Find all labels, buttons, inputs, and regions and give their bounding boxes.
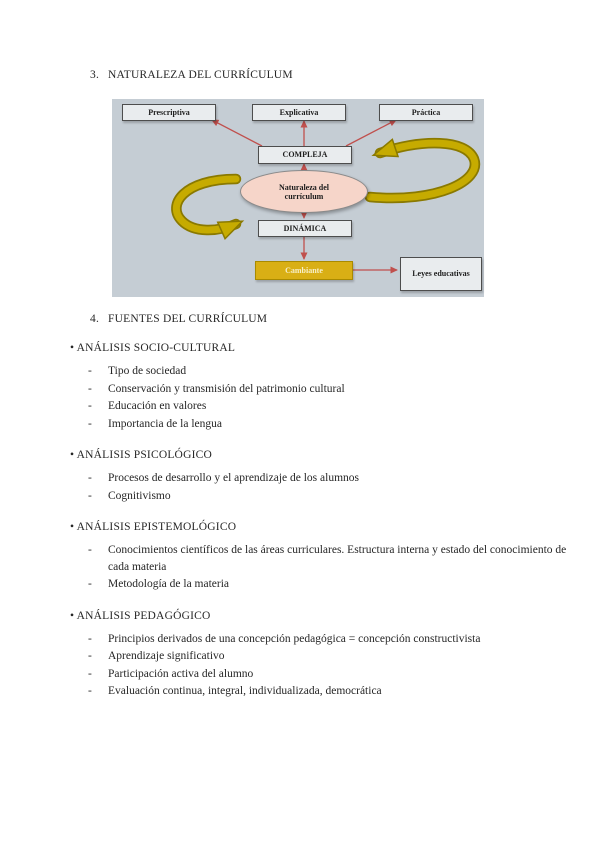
cycle-arrow-left-icon	[172, 175, 236, 230]
section-epistemologico: ANÁLISIS EPISTEMOLÓGICO Conocimientos ci…	[0, 521, 600, 593]
list-item: Cognitivismo	[88, 488, 580, 505]
heading-text: NATURALEZA DEL CURRÍCULUM	[108, 69, 293, 81]
diagram-connectors	[171, 119, 481, 274]
diagram-box-explicativa: Explicativa	[252, 104, 346, 121]
list-item: Participación activa del alumno	[88, 666, 580, 683]
diagram-box-cambiante: Cambiante	[255, 261, 353, 280]
cycle-arrow-right-icon	[366, 143, 479, 202]
list-item: Procesos de desarrollo y el aprendizaje …	[88, 470, 580, 487]
list-item: Tipo de sociedad	[88, 363, 580, 380]
section-socio-cultural: ANÁLISIS SOCIO-CULTURAL Tipo de sociedad…	[0, 342, 600, 432]
diagram-box-prescriptiva: Prescriptiva	[122, 104, 216, 121]
diagram-box-dinamica: DINÁMICA	[258, 220, 352, 237]
section-pedagogico: ANÁLISIS PEDAGÓGICO Principios derivados…	[0, 610, 600, 700]
diagram-box-compleja: COMPLEJA	[258, 146, 352, 164]
list-item: Evaluación continua, integral, individua…	[88, 683, 580, 700]
section-title: ANÁLISIS SOCIO-CULTURAL	[70, 342, 600, 354]
diagram-box-practica: Práctica	[379, 104, 473, 121]
connector-compleja-prescriptiva	[211, 119, 263, 147]
section-item-list: Tipo de sociedad Conservación y transmis…	[88, 363, 580, 433]
heading-naturaleza: 3. NATURALEZA DEL CURRÍCULUM	[90, 69, 293, 81]
list-item: Importancia de la lengua	[88, 416, 580, 433]
document-body: 4. FUENTES DEL CURRÍCULUM ANÁLISIS SOCIO-…	[0, 313, 600, 701]
heading-number: 3.	[90, 69, 100, 81]
list-item: Educación en valores	[88, 398, 580, 415]
heading-number: 4.	[90, 313, 100, 325]
list-item: Conocimientos científicos de las áreas c…	[88, 542, 580, 575]
section-title: ANÁLISIS PSICOLÓGICO	[70, 449, 600, 461]
list-item: Metodología de la materia	[88, 576, 580, 593]
section-item-list: Conocimientos científicos de las áreas c…	[88, 542, 580, 593]
list-item: Aprendizaje significativo	[88, 648, 580, 665]
diagram-ellipse-naturaleza: Naturaleza del currículum	[240, 170, 368, 213]
section-title: ANÁLISIS PEDAGÓGICO	[70, 610, 600, 622]
heading-fuentes: 4. FUENTES DEL CURRÍCULUM	[90, 313, 600, 325]
ellipse-label: Naturaleza del currículum	[279, 182, 329, 201]
diagram-box-leyes-educativas: Leyes educativas	[400, 257, 482, 291]
curriculum-nature-diagram: Prescriptiva Explicativa Práctica COMPLE…	[112, 99, 484, 297]
section-item-list: Principios derivados de una concepción p…	[88, 631, 580, 700]
section-title: ANÁLISIS EPISTEMOLÓGICO	[70, 521, 600, 533]
connector-compleja-practica	[345, 119, 397, 147]
section-psicologico: ANÁLISIS PSICOLÓGICO Procesos de desarro…	[0, 449, 600, 504]
list-item: Principios derivados de una concepción p…	[88, 631, 580, 648]
section-item-list: Procesos de desarrollo y el aprendizaje …	[88, 470, 580, 505]
list-item: Conservación y transmisión del patrimoni…	[88, 381, 580, 398]
heading-text: FUENTES DEL CURRÍCULUM	[108, 313, 268, 325]
